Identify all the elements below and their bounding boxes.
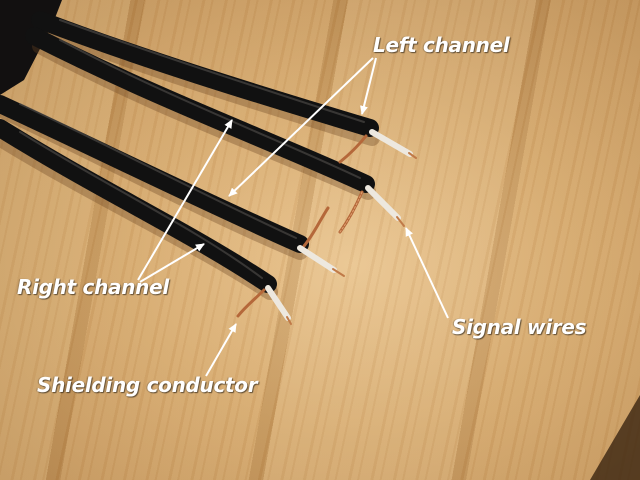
shielding-conductor-label: Shielding conductor bbox=[37, 373, 258, 397]
left-channel-cable-1 bbox=[31, 11, 379, 137]
left-channel-cable-2 bbox=[25, 27, 375, 193]
right-channel-cable-1 bbox=[0, 95, 309, 253]
signal-wire-tip bbox=[408, 152, 417, 159]
arrow-shielding-conductor bbox=[205, 323, 237, 377]
arrow-right-channel-1 bbox=[137, 119, 233, 281]
signal-wire bbox=[297, 245, 337, 273]
cable-highlight bbox=[19, 103, 297, 239]
right-channel-label: Right channel bbox=[17, 275, 169, 299]
arrow-right-channel-2 bbox=[139, 243, 205, 283]
signal-wires-label: Signal wires bbox=[452, 315, 587, 339]
cable-highlight bbox=[59, 19, 365, 123]
shield-wire bbox=[302, 206, 330, 248]
signal-wire bbox=[369, 129, 413, 157]
signal-wire-tip bbox=[396, 216, 405, 227]
left-channel-label: Left channel bbox=[373, 33, 510, 57]
shield-wire bbox=[338, 190, 364, 234]
arrow-left-channel-2 bbox=[228, 57, 374, 197]
shield-wire-braid bbox=[339, 191, 363, 233]
signal-wire-tip bbox=[332, 268, 345, 277]
shadow-corner bbox=[590, 395, 640, 480]
signal-wire-tip bbox=[286, 316, 292, 325]
signal-wire bbox=[365, 185, 401, 221]
shield-wire bbox=[338, 134, 368, 164]
cable-highlight bbox=[59, 39, 361, 179]
arrow-signal-wires bbox=[405, 227, 449, 319]
arrow-left-channel-1 bbox=[360, 57, 377, 115]
shield-wire bbox=[236, 288, 266, 318]
signal-wire bbox=[265, 285, 291, 321]
cable-highlight bbox=[19, 131, 263, 279]
right-channel-cable-2 bbox=[0, 119, 277, 293]
